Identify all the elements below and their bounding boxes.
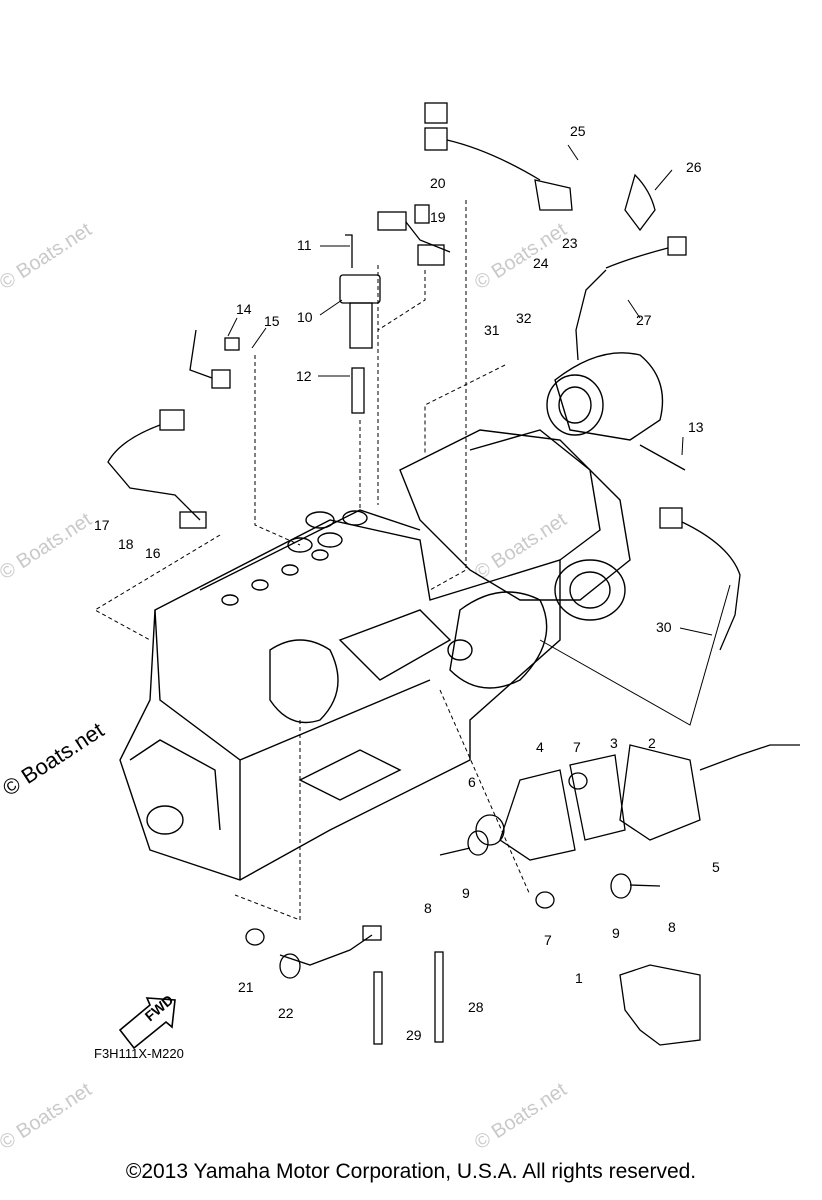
- callout-21: 21: [238, 979, 254, 995]
- callout-28: 28: [468, 999, 484, 1015]
- watermark: © Boats.net: [0, 1078, 96, 1154]
- callout-27: 27: [636, 312, 652, 328]
- callout-24: 24: [533, 255, 549, 271]
- intercooler-assembly: [399, 429, 631, 689]
- callout-3: 3: [610, 735, 618, 751]
- callout-7b: 7: [544, 932, 552, 948]
- watermark: © Boats.net: [471, 1078, 571, 1154]
- callout-8: 8: [424, 900, 432, 916]
- parts: [107, 102, 800, 1050]
- callout-23: 23: [562, 235, 578, 251]
- callout-9: 9: [462, 885, 470, 901]
- engine-block: [119, 509, 561, 881]
- watermark: © Boats.net: [471, 508, 571, 584]
- callout-32: 32: [516, 310, 532, 326]
- callout-13: 13: [688, 419, 704, 435]
- callout-31: 31: [484, 322, 500, 338]
- callout-6: 6: [468, 774, 476, 790]
- callout-7: 7: [573, 739, 581, 755]
- copyright-notice: ©2013 Yamaha Motor Corporation, U.S.A. A…: [125, 1160, 697, 1183]
- callout-4: 4: [536, 739, 544, 755]
- callout-9b: 9: [612, 925, 620, 941]
- callout-lines: [227, 144, 731, 726]
- callout-29: 29: [406, 1027, 422, 1043]
- callout-17: 17: [94, 517, 110, 533]
- leader-lines: [93, 200, 531, 921]
- callout-25: 25: [570, 123, 586, 139]
- callout-19: 19: [430, 209, 446, 225]
- watermark: © Boats.net: [471, 218, 571, 294]
- callout-16: 16: [145, 545, 161, 561]
- callout-14: 14: [236, 301, 252, 317]
- callout-11: 11: [297, 237, 312, 253]
- figure-code: F3H111X-M220: [94, 1046, 184, 1061]
- callout-8b: 8: [668, 919, 676, 935]
- callout-2: 2: [648, 735, 656, 751]
- callout-26: 26: [686, 159, 702, 175]
- callout-12: 12: [296, 368, 312, 384]
- watermark: © Boats.net: [0, 218, 96, 294]
- callout-18: 18: [118, 536, 134, 552]
- watermark: © Boats.net: [0, 508, 96, 584]
- callout-30: 30: [656, 619, 672, 635]
- exhaust-pipe: [546, 352, 664, 441]
- callouts: 1 2 3 4 5 6 7 7 8 8 9 9 10 11 12 13 14 1…: [94, 123, 720, 1043]
- callout-15: 15: [264, 313, 280, 329]
- callout-1: 1: [575, 970, 583, 986]
- callout-5: 5: [712, 859, 720, 875]
- fwd-label: FWD: [142, 992, 177, 1025]
- callout-20: 20: [430, 175, 446, 191]
- callout-10: 10: [297, 309, 313, 325]
- callout-22: 22: [278, 1005, 294, 1021]
